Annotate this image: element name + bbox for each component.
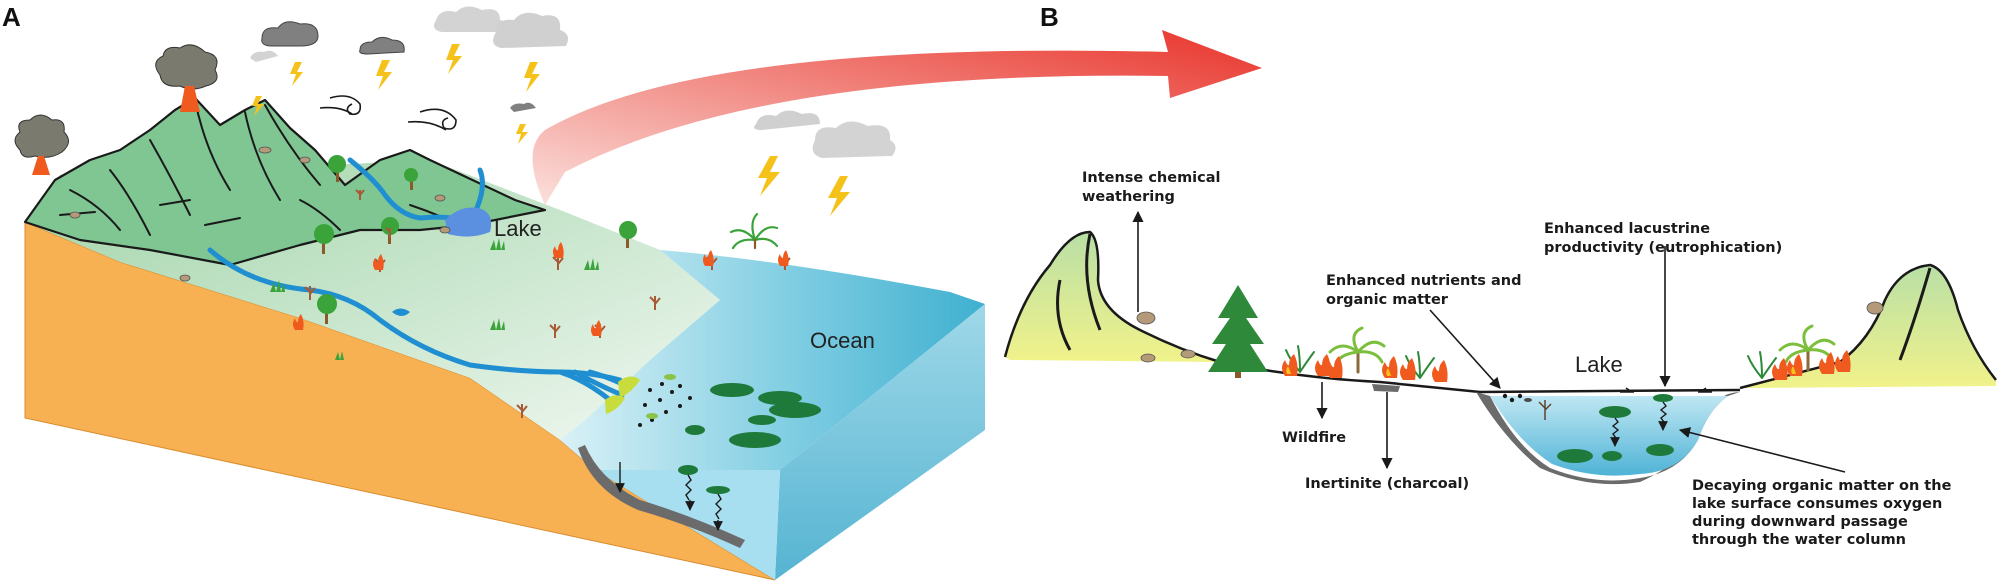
label-decaying-line-1: Decaying organic matter on the xyxy=(1692,478,1952,494)
label-productivity: Enhanced lacustrine productivity (eutrop… xyxy=(1544,221,1782,256)
left-hill-outline xyxy=(1003,230,1221,364)
fern-icons xyxy=(1285,345,1777,379)
wind-icons xyxy=(319,95,457,131)
ground-line xyxy=(1219,360,1741,394)
label-decaying: Decaying organic matter on the lake surf… xyxy=(1692,478,1956,548)
ocean-surface xyxy=(560,250,985,470)
panel-a: A xyxy=(2,2,1262,581)
conifer-icon xyxy=(1208,285,1268,378)
fire-icons xyxy=(293,242,789,336)
tree-icon xyxy=(328,155,346,182)
label-decaying-line-3: during downward passage xyxy=(1692,514,1908,530)
label-inertinite: Inertinite (charcoal) xyxy=(1305,476,1469,492)
label-nutrients-line-1: Enhanced nutrients and xyxy=(1326,273,1521,289)
delta-deposits xyxy=(605,374,692,427)
left-hill-ridge xyxy=(1056,233,1102,351)
label-nutrients-line-2: organic matter xyxy=(1326,292,1449,308)
right-hill xyxy=(1740,265,1996,388)
sinking-organics-a xyxy=(615,462,723,531)
label-decaying-line-4: through the water column xyxy=(1692,532,1906,548)
rock-icons xyxy=(69,146,451,282)
palm-icon-b xyxy=(1328,324,1836,374)
rock-icons-b xyxy=(1136,301,1884,363)
label-productivity-line-1: Enhanced lacustrine xyxy=(1544,221,1710,237)
label-weathering-line-2: weathering xyxy=(1082,189,1175,205)
ocean-side xyxy=(775,304,985,580)
volcano-left-icon xyxy=(14,114,69,175)
nutrient-dots xyxy=(1502,393,1532,403)
lake-a xyxy=(445,207,492,237)
tree-icon xyxy=(619,221,637,248)
grass-icon xyxy=(270,238,599,360)
pond-a xyxy=(392,308,410,316)
label-weathering-line-1: Intense chemical xyxy=(1082,170,1221,186)
annotation-arrows xyxy=(1132,210,1846,473)
lightning-icons xyxy=(252,44,850,216)
panel-b: B Lake xyxy=(1003,2,1997,548)
right-hill-ridge xyxy=(1898,267,1932,361)
lake-water-b xyxy=(1490,396,1728,476)
panel-a-letter: A xyxy=(2,2,21,32)
lake-label-b: Lake xyxy=(1575,352,1623,377)
ocean-label: Ocean xyxy=(810,328,875,353)
label-wildfire: Wildfire xyxy=(1282,430,1346,446)
cloud-icons xyxy=(250,6,896,158)
panel-b-letter: B xyxy=(1040,2,1059,32)
ridge-lines xyxy=(59,99,471,236)
right-hill-outline xyxy=(1739,263,1997,390)
transition-arrow xyxy=(532,30,1262,205)
tree-icon xyxy=(314,224,334,254)
algae-mats-b xyxy=(1557,394,1674,463)
algae-mats-a xyxy=(678,383,821,494)
volcano-right-icon xyxy=(155,44,218,112)
palm-icon xyxy=(729,212,779,250)
label-nutrients: Enhanced nutrients and organic matter xyxy=(1326,273,1527,308)
charcoal-deposit xyxy=(1372,384,1400,392)
label-decaying-line-2: lake surface consumes oxygen xyxy=(1692,496,1942,512)
tree-icon xyxy=(404,168,418,190)
fire-icons-b xyxy=(1282,350,1851,382)
label-weathering: Intense chemical weathering xyxy=(1082,170,1226,205)
vegetation-a xyxy=(69,146,791,418)
lake-label-a: Lake xyxy=(494,216,542,241)
label-productivity-line-2: productivity (eutrophication) xyxy=(1544,240,1782,256)
left-hill xyxy=(1005,232,1220,362)
tree-icon xyxy=(317,294,337,324)
seafloor-sediment xyxy=(578,445,745,548)
sinking-organics-b xyxy=(1538,387,1712,447)
